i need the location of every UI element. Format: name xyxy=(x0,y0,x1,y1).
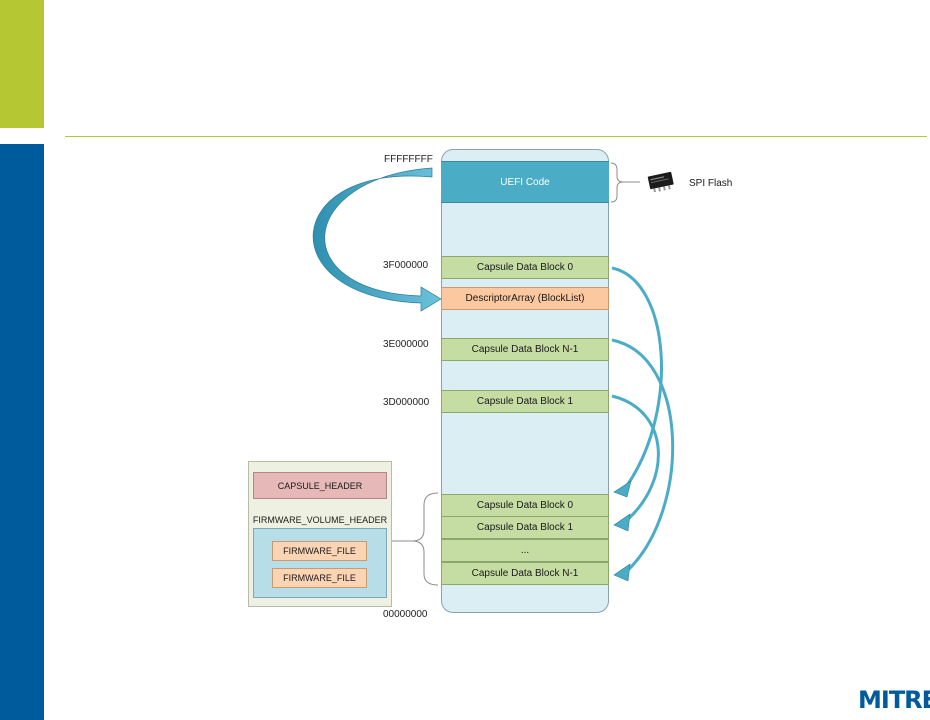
capsule-data-block-0-upper: Capsule Data Block 0 xyxy=(441,256,609,279)
capsule-bracket xyxy=(411,492,439,586)
block-n1-arrowhead xyxy=(613,563,631,582)
spi-flash-chip-icon xyxy=(647,172,674,192)
address-00000000: 00000000 xyxy=(383,609,428,620)
uefi-to-descriptor-arrow xyxy=(312,167,442,312)
capsule-data-block-1-upper: Capsule Data Block 1 xyxy=(441,390,609,413)
address-3f000000: 3F000000 xyxy=(383,260,429,271)
mitre-logo: MITRE xyxy=(858,686,930,714)
firmware-file-2: FIRMWARE_FILE xyxy=(272,568,367,588)
block-0-arrowhead xyxy=(613,480,632,498)
title-divider xyxy=(65,136,927,137)
block-0-copy-arrow xyxy=(611,266,663,488)
capsule-data-block-0-lower: Capsule Data Block 0 xyxy=(441,494,609,517)
uefi-code-block: UEFI Code xyxy=(441,161,609,203)
address-ffffffff: FFFFFFFF xyxy=(384,154,433,165)
spi-flash-bracket xyxy=(610,162,624,203)
capsule-data-block-n1-upper: Capsule Data Block N-1 xyxy=(441,338,609,361)
address-3e000000: 3E000000 xyxy=(383,339,429,350)
descriptor-array-block: DescriptorArray (BlockList) xyxy=(441,287,609,310)
firmware-volume-header-label: FIRMWARE_VOLUME_HEADER xyxy=(252,515,388,525)
capsule-header-box: CAPSULE_HEADER xyxy=(253,472,387,499)
capsule-ellipsis-block: ... xyxy=(441,539,609,562)
spi-flash-label: SPI Flash xyxy=(689,178,733,189)
firmware-file-1: FIRMWARE_FILE xyxy=(272,541,367,561)
accent-bar-blue xyxy=(0,144,44,720)
block-1-copy-arrow xyxy=(611,394,660,522)
block-1-arrowhead xyxy=(613,513,631,532)
address-3d000000: 3D000000 xyxy=(383,397,430,408)
block-n1-copy-arrow xyxy=(611,338,675,572)
capsule-data-block-1-lower: Capsule Data Block 1 xyxy=(441,516,609,539)
capsule-data-block-n1-lower: Capsule Data Block N-1 xyxy=(441,562,609,585)
accent-bar-green xyxy=(0,0,44,128)
